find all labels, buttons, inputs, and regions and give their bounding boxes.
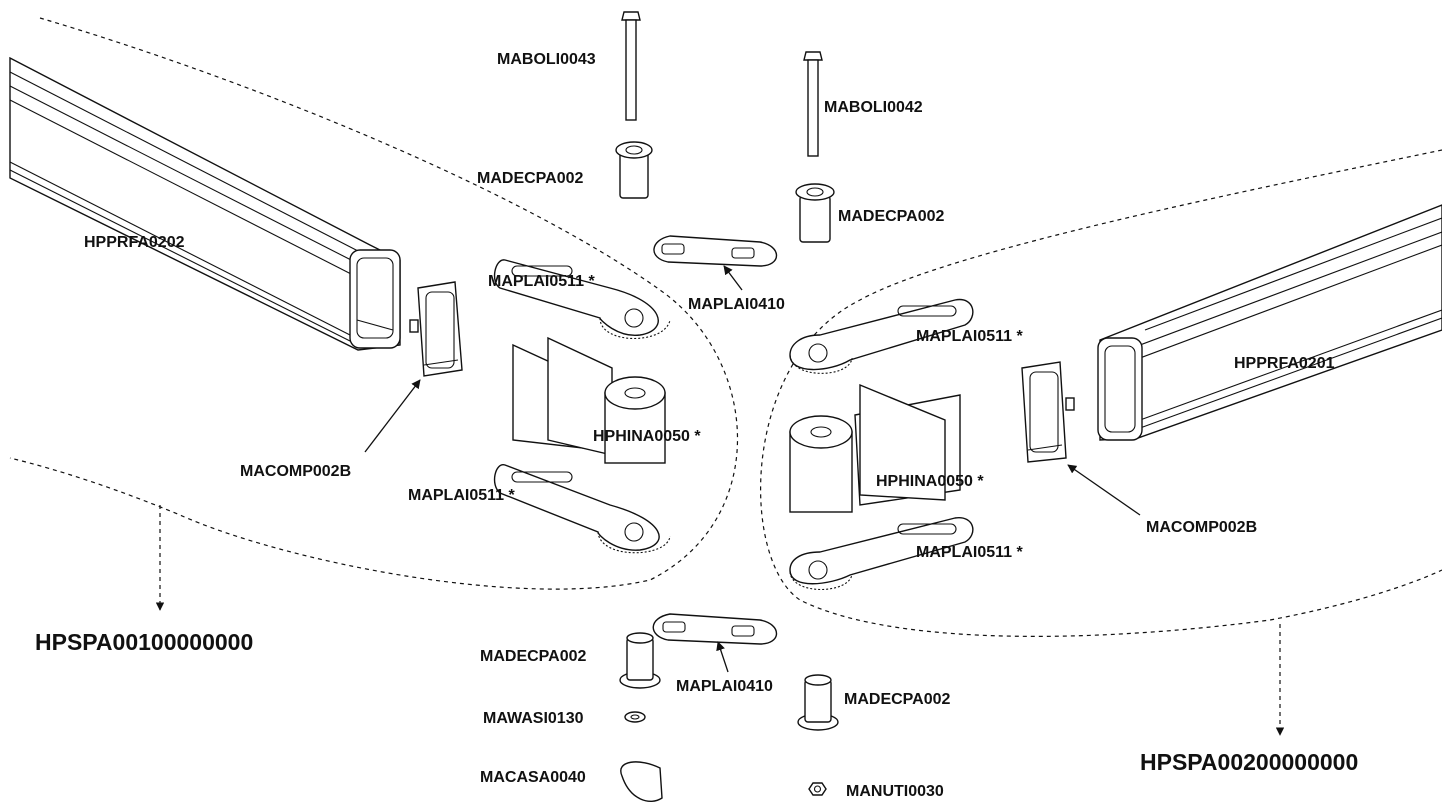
label-maplai0511-left-upper: MAPLAI0511 * [488,273,595,290]
hinge-right [789,383,961,513]
spacer-bottom-right [797,674,839,731]
label-maboli0043: MABOLI0043 [497,51,596,68]
leader-maplai0410-bot [716,641,729,673]
hinge-left [512,336,666,464]
label-macomp002b-left: MACOMP002B [240,463,351,480]
leader-maplai0410-top [723,265,743,291]
label-mawasi0130: MAWASI0130 [483,710,584,727]
label-hphina0050-right: HPHINA0050 * [876,473,984,490]
right-profile-tube [1097,204,1442,441]
link-left-lower [493,464,671,554]
plate-top [653,235,777,267]
cam-cap [620,761,663,803]
label-maboli0042: MABOLI0042 [824,99,923,116]
spacer-top-right [795,183,835,243]
label-maplai0410-bot: MAPLAI0410 [676,678,773,695]
label-maplai0511-right-upper: MAPLAI0511 * [916,328,1023,345]
left-end-cap [409,281,463,377]
label-madecpa002-br: MADECPA002 [844,691,951,708]
washer [624,711,646,723]
label-hpspa00100000000: HPSPA00100000000 [35,629,253,655]
label-hpspa00200000000: HPSPA00200000000 [1140,749,1358,775]
leader-macomp-left [364,379,421,453]
right-end-cap [1021,361,1075,463]
spacer-bottom-left [619,632,661,689]
right-group-outline [760,149,1442,637]
link-left-upper [493,259,671,339]
bolt-top-left [621,11,641,121]
label-manuti0030: MANUTI0030 [846,783,944,800]
label-macomp002b-right: MACOMP002B [1146,519,1257,536]
left-profile-tube [9,56,401,351]
label-madecpa002-tl: MADECPA002 [477,170,584,187]
label-maplai0410-top: MAPLAI0410 [688,296,785,313]
label-hpprfa0201: HPPRFA0201 [1234,355,1335,372]
label-hphina0050-left: HPHINA0050 * [593,428,701,445]
leader-macomp-right [1067,464,1141,516]
left-group-outline [9,17,738,590]
nut [808,782,827,796]
label-madecpa002-bl: MADECPA002 [480,648,587,665]
label-madecpa002-tr: MADECPA002 [838,208,945,225]
spacer-top-left [615,141,653,199]
bolt-top-right [803,51,823,157]
label-maplai0511-left-lower: MAPLAI0511 * [408,487,515,504]
label-hpprfa0202: HPPRFA0202 [84,234,185,251]
link-right-lower [789,517,974,590]
label-maplai0511-right-lower: MAPLAI0511 * [916,544,1023,561]
plate-bottom [652,613,777,645]
label-macasa0040: MACASA0040 [480,769,586,786]
link-right-upper [789,298,974,374]
